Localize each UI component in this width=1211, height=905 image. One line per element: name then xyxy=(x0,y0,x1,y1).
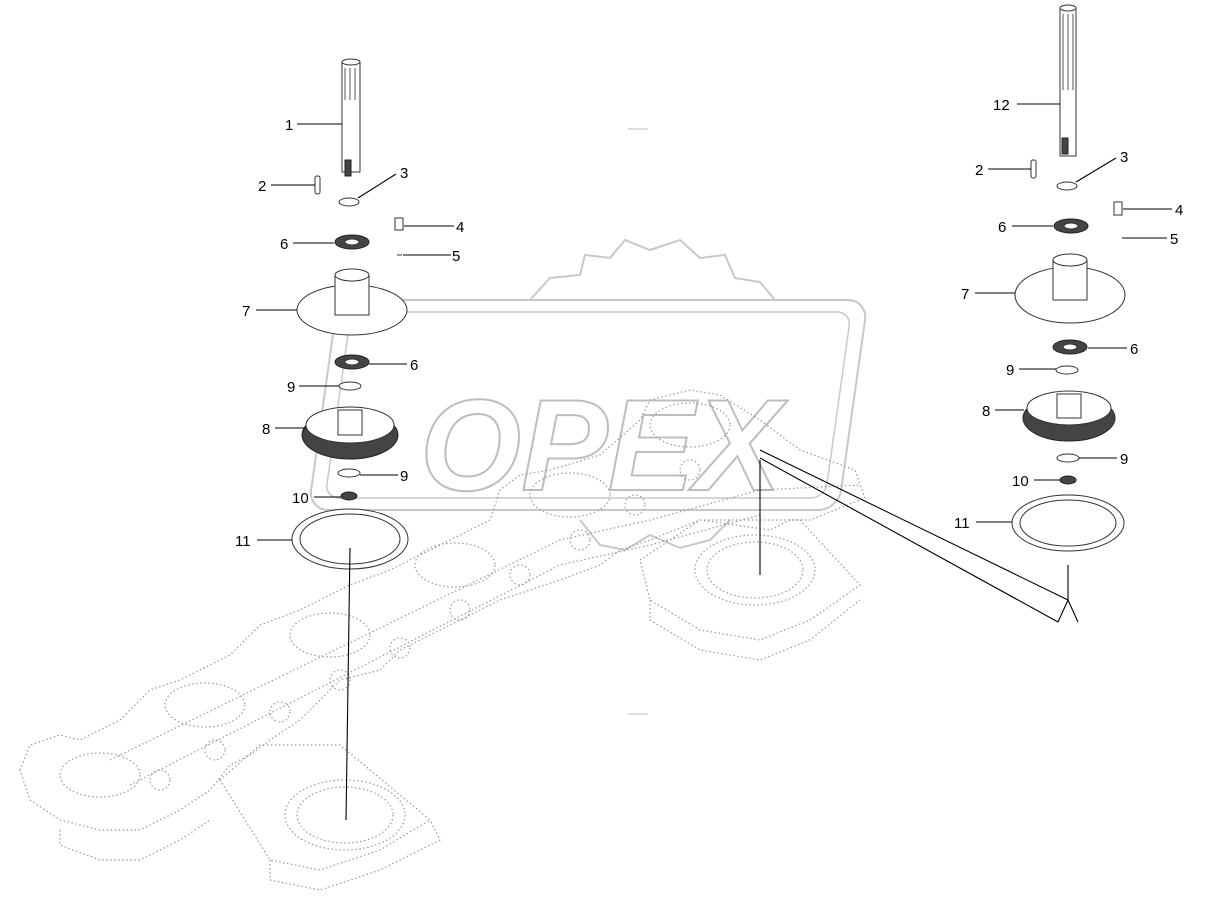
callout-right-9a: 9 xyxy=(1006,362,1014,379)
right-key xyxy=(1030,159,1037,179)
left-snap-ring xyxy=(338,197,360,207)
opex-watermark: OPEX xyxy=(309,238,867,552)
right-callouts: 12 2 3 4 5 6 7 6 9 8 9 10 11 xyxy=(954,97,1183,532)
callout-right-12: 12 xyxy=(993,97,1010,114)
left-bolt xyxy=(394,217,404,231)
callout-left-10: 10 xyxy=(292,490,309,507)
callout-left-1: 1 xyxy=(285,117,293,134)
left-key xyxy=(314,175,321,195)
right-assembly xyxy=(759,4,1126,623)
callout-left-5: 5 xyxy=(452,248,460,265)
right-circlip xyxy=(1059,475,1077,485)
left-assembly-axis xyxy=(345,547,351,821)
right-lower-shim xyxy=(1056,453,1080,463)
watermark-text: OPEX xyxy=(420,372,789,518)
right-bolt xyxy=(1113,201,1123,216)
left-assembly xyxy=(291,58,409,821)
callout-right-6a: 6 xyxy=(998,219,1006,236)
callout-left-4: 4 xyxy=(456,219,464,236)
watermark-gear-bottom xyxy=(579,519,731,552)
callout-left-6b: 6 xyxy=(410,357,418,374)
right-snap-ring xyxy=(1056,181,1078,191)
callout-left-7: 7 xyxy=(242,303,250,320)
callout-right-8: 8 xyxy=(982,403,990,420)
watermark-gear-outline xyxy=(527,238,778,301)
callout-right-10: 10 xyxy=(1012,473,1029,490)
watermark-frame-outer xyxy=(309,299,867,511)
callout-left-9a: 9 xyxy=(287,379,295,396)
left-lower-shim xyxy=(337,468,361,478)
callout-right-6b: 6 xyxy=(1130,341,1138,358)
callout-left-2: 2 xyxy=(258,178,266,195)
callout-right-7: 7 xyxy=(961,286,969,303)
callout-right-5: 5 xyxy=(1170,231,1178,248)
callout-right-2: 2 xyxy=(975,162,983,179)
right-upper-shim xyxy=(1055,365,1079,375)
callout-left-8: 8 xyxy=(262,421,270,438)
watermark-frame-inner xyxy=(326,311,851,499)
left-upper-shim xyxy=(338,381,362,391)
callout-left-9b: 9 xyxy=(400,468,408,485)
callout-right-11: 11 xyxy=(954,515,970,532)
left-callouts: 1 2 3 4 5 6 7 6 9 8 9 10 11 xyxy=(235,117,464,550)
callout-right-3: 3 xyxy=(1120,149,1128,166)
callout-left-3: 3 xyxy=(400,165,408,182)
callout-left-11: 11 xyxy=(235,533,251,550)
cutter-bar-frame xyxy=(19,389,866,891)
callout-left-6a: 6 xyxy=(280,236,288,253)
left-circlip xyxy=(340,491,358,501)
right-assembly-leader xyxy=(759,449,1079,623)
callout-right-4: 4 xyxy=(1175,202,1183,219)
callout-right-9b: 9 xyxy=(1120,451,1128,468)
